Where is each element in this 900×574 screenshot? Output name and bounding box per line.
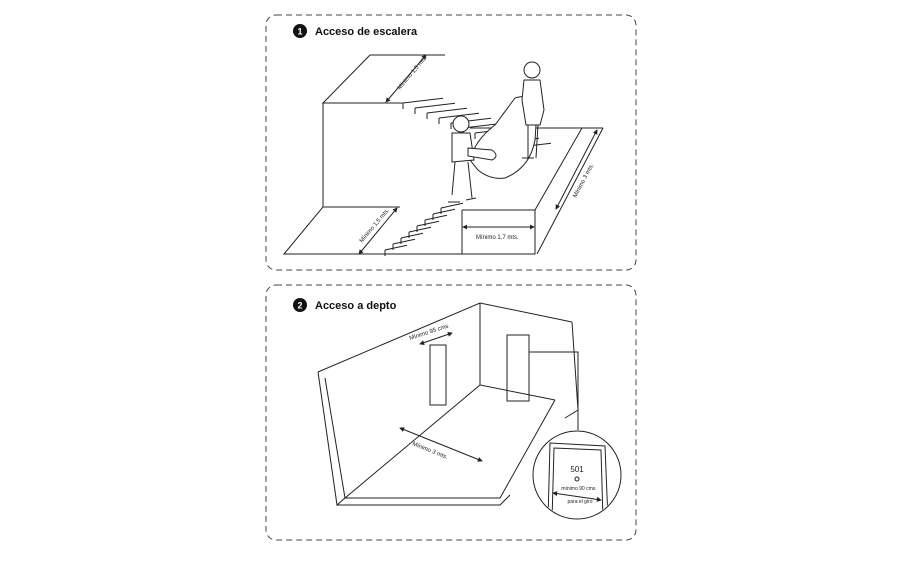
hall-width-label: Mínimo 3 mts.: [411, 441, 448, 461]
person-bottom-illustration: [448, 115, 497, 203]
landing-depth-label: Mínimo 1,7 mts.: [476, 235, 519, 241]
stair-drawing: [282, 54, 604, 256]
door-width-dimension: [419, 331, 453, 346]
step-badge-1: [293, 24, 307, 38]
room-drawing: [317, 302, 579, 506]
landing-length-label: Mínimo 3 mts.: [572, 163, 595, 199]
hall-width-dimension: [399, 427, 483, 462]
section-title: Acceso a depto: [315, 300, 397, 312]
panel-border: [265, 284, 637, 541]
section-title: Acceso de escalera: [315, 26, 418, 38]
stair-steps: [384, 202, 464, 256]
panel-apartment-access: 2 Acceso a depto Mínimo 95 cms Mínimo 3 …: [265, 284, 637, 541]
turn-label: para el giro: [567, 499, 592, 505]
upper-width-dimension: [385, 54, 427, 103]
person-top-illustration: [521, 61, 545, 159]
door-left: [429, 344, 447, 406]
step-badge-2: [293, 298, 307, 312]
step-number: 1: [297, 27, 302, 37]
door-width-label: Mínimo 95 cms: [409, 324, 450, 342]
lower-width-label: Mínimo 1,5 mts.: [359, 207, 391, 244]
turn-label: mínimo 90 cms.: [561, 486, 596, 492]
panel-border: [265, 14, 637, 271]
step-number: 2: [297, 301, 302, 311]
panel-stair-access: 1 Acceso de escalera: [265, 14, 637, 271]
door-number: 501: [570, 465, 584, 474]
door-right: [506, 334, 530, 402]
upper-width-label: Mínimo 1,5 mts.: [397, 54, 429, 91]
lower-width-dimension: [358, 207, 398, 255]
door-detail-inset: 501 mínimo 90 cms. para el giro: [532, 430, 622, 520]
landing-length-dimension: [555, 129, 598, 210]
